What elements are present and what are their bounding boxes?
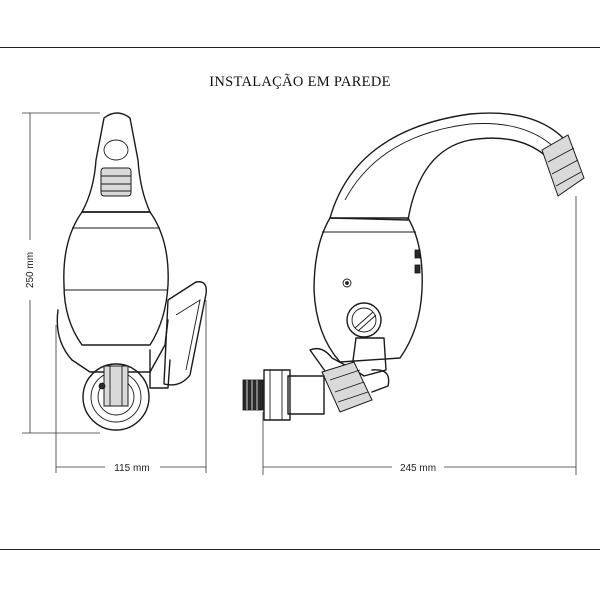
bottom-border-line xyxy=(0,549,600,550)
front-width-dimension: 115 mm xyxy=(55,300,207,474)
front-width-dimension-label: 115 mm xyxy=(114,463,149,474)
top-border-line xyxy=(0,47,600,48)
diagram-title: INSTALAÇÃO EM PAREDE xyxy=(209,74,391,90)
side-width-dimension-label: 245 mm xyxy=(400,463,436,474)
side-view-faucet xyxy=(242,112,585,421)
side-width-dimension: 245 mm xyxy=(262,196,577,475)
front-view-faucet xyxy=(56,112,207,431)
height-dimension-label: 250 mm xyxy=(25,252,36,288)
height-dimension: 250 mm xyxy=(22,112,100,434)
